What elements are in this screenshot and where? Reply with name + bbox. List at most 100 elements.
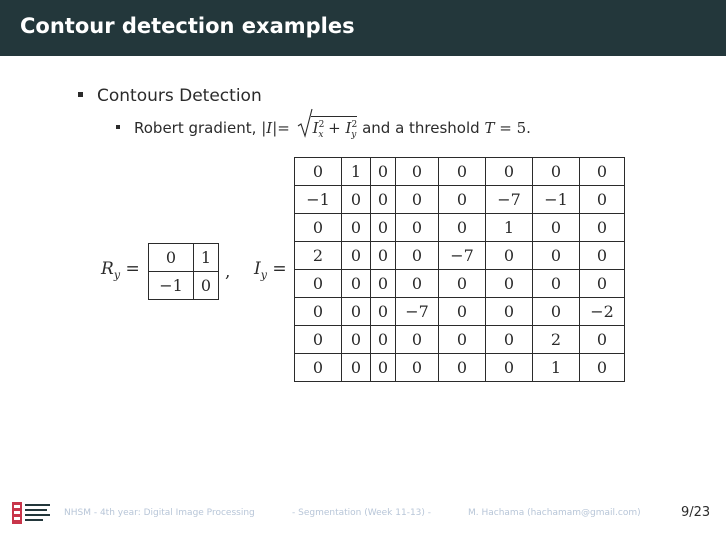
matrix-cell: 0 <box>532 157 580 186</box>
matrix-cell: −1 <box>294 185 342 214</box>
sub-bullet-marker <box>116 124 120 129</box>
matrix-cell: 0 <box>438 269 486 298</box>
matrix-cell: 0 <box>370 213 396 242</box>
matrix-cell: 0 <box>395 353 439 382</box>
matrix-cell: 0 <box>579 325 625 354</box>
sub-bullet-robert-gradient: Robert gradient, |I|= I2x + I2y and a th… <box>116 108 531 140</box>
bullet-text: Contours Detection <box>97 86 262 106</box>
matrix-cell: 0 <box>532 241 580 270</box>
matrix-cell: −2 <box>579 297 625 326</box>
matrix-cell: 0 <box>438 185 486 214</box>
matrix-cell: 0 <box>370 241 396 270</box>
matrix-cell: 0 <box>341 241 371 270</box>
matrix-cell: 1 <box>485 213 533 242</box>
matrix-cell: 0 <box>294 325 342 354</box>
matrix-cell: 0 <box>485 353 533 382</box>
bullet-marker <box>78 91 83 97</box>
matrix-cell: 0 <box>438 325 486 354</box>
matrix-cell: −7 <box>395 297 439 326</box>
footer-section: - Segmentation (Week 11-13) - <box>292 508 432 518</box>
bullet-contours-detection: Contours Detection <box>78 86 262 106</box>
matrix-cell: 0 <box>532 297 580 326</box>
matrix-cell: 0 <box>294 213 342 242</box>
page-number: 9/23 <box>681 505 711 520</box>
matrix-cell: 0 <box>341 269 371 298</box>
matrix-cell: 0 <box>579 353 625 382</box>
matrix-cell: 0 <box>485 157 533 186</box>
matrix-cell: 0 <box>395 325 439 354</box>
matrix-cell: 0 <box>370 185 396 214</box>
matrix-cell: 0 <box>341 353 371 382</box>
matrix-cell: 0 <box>579 213 625 242</box>
matrix-cell: 0 <box>485 269 533 298</box>
formula-abs-gradient: |I|= <box>261 119 290 137</box>
matrix-cell: 0 <box>395 213 439 242</box>
matrix-cell: 0 <box>370 353 396 382</box>
matrix-cell: 0 <box>485 241 533 270</box>
matrix-cell: 0 <box>341 213 371 242</box>
matrix-cell: 0 <box>294 297 342 326</box>
matrix-cell: 0 <box>532 269 580 298</box>
title-bar: Contour detection examples <box>0 0 726 56</box>
matrix-cell: 0 <box>294 269 342 298</box>
matrix-cell: 1 <box>193 243 219 272</box>
matrix-cell: 0 <box>579 241 625 270</box>
matrix-cell: −1 <box>532 185 580 214</box>
matrix-cell: −1 <box>148 271 194 300</box>
threshold-value: = 5. <box>499 119 531 137</box>
matrix-cell: 0 <box>532 213 580 242</box>
sqrt-icon <box>297 108 313 138</box>
sub-bullet-prefix: Robert gradient, <box>134 119 257 137</box>
matrix-cell: 0 <box>395 241 439 270</box>
matrix-cell: 0 <box>395 269 439 298</box>
footer-author: M. Hachama (hachamam@gmail.com) <box>468 508 641 518</box>
matrix-cell: 0 <box>438 353 486 382</box>
ry-label: Ry = <box>101 259 140 282</box>
matrix-cell: 0 <box>294 157 342 186</box>
matrix-cell: 0 <box>579 269 625 298</box>
matrix-cell: 0 <box>579 157 625 186</box>
matrix-cell: 0 <box>395 157 439 186</box>
matrix-cell: 2 <box>294 241 342 270</box>
matrix-cell: −7 <box>438 241 486 270</box>
matrix-cell: 0 <box>438 157 486 186</box>
matrix-cell: 0 <box>370 269 396 298</box>
matrix-cell: 0 <box>341 325 371 354</box>
matrix-cell: 1 <box>532 353 580 382</box>
matrix-cell: 0 <box>579 185 625 214</box>
matrix-cell: 0 <box>370 157 396 186</box>
matrix-cell: −7 <box>485 185 533 214</box>
matrix-cell: 0 <box>193 271 219 300</box>
sqrt-formula: I2x + I2y <box>297 108 358 140</box>
matrix-cell: 0 <box>294 353 342 382</box>
matrix-cell: 0 <box>370 325 396 354</box>
matrix-cell: 0 <box>395 185 439 214</box>
matrix-separator-comma: , <box>225 262 231 282</box>
matrix-cell: 0 <box>438 213 486 242</box>
iy-label: Iy = <box>254 259 287 282</box>
matrix-cell: 2 <box>532 325 580 354</box>
matrix-cell: 0 <box>341 297 371 326</box>
matrix-cell: 0 <box>438 297 486 326</box>
matrix-cell: 0 <box>148 243 194 272</box>
slide-title: Contour detection examples <box>20 14 355 38</box>
nhsm-logo-icon <box>12 502 50 524</box>
matrix-cell: 0 <box>485 325 533 354</box>
sub-bullet-suffix: and a threshold <box>362 119 480 137</box>
threshold-symbol: T <box>484 119 495 137</box>
matrix-cell: 0 <box>485 297 533 326</box>
matrix-cell: 0 <box>370 297 396 326</box>
matrix-cell: 1 <box>341 157 371 186</box>
